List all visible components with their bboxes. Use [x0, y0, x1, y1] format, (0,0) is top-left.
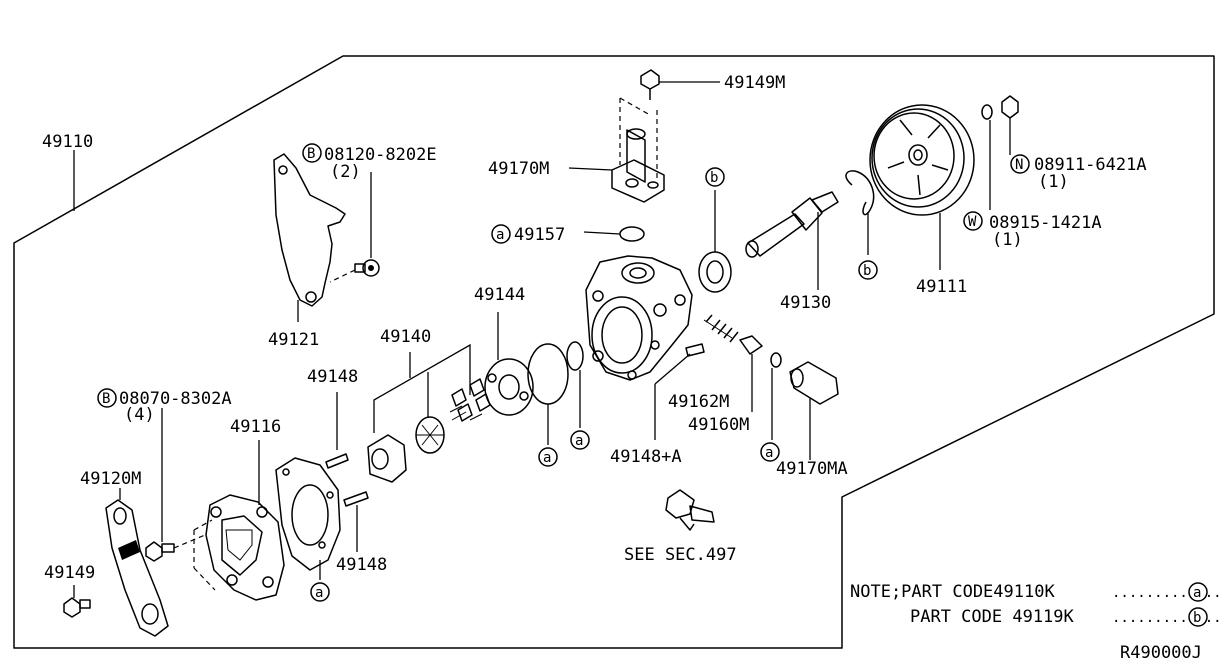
marker-a-oring: a — [760, 442, 780, 462]
bracket-49120M — [105, 488, 169, 637]
label-49170MA: 49170MA — [776, 459, 848, 479]
marker-w: W — [968, 214, 977, 230]
label-49170M: 49170M — [488, 159, 549, 179]
label-49148-top: 49148 — [307, 367, 358, 387]
svg-text:a: a — [543, 450, 551, 466]
rear-cover-49116 — [193, 440, 285, 601]
bracket-49121 — [273, 153, 346, 322]
svg-text:a: a — [315, 585, 323, 601]
bolt-08070-8302A — [145, 408, 206, 562]
spring-49162M — [703, 314, 739, 343]
label-49120M: 49120M — [80, 469, 141, 489]
note-part-code-a: NOTE;PART CODE49110K — [850, 582, 1055, 602]
bolt-49149 — [63, 585, 91, 618]
marker-a-1: a — [496, 227, 504, 243]
label-49116: 49116 — [230, 417, 281, 437]
marker-a-plate: a — [310, 582, 330, 602]
oring-49157 — [583, 226, 645, 242]
gasket-rings — [527, 341, 584, 445]
label-08070-qty: (4) — [124, 405, 155, 425]
label-08070-8302A: 08070-8302A — [119, 389, 232, 409]
label-see-sec-497: SEE SEC.497 — [624, 545, 737, 565]
label-49110: 49110 — [42, 132, 93, 152]
label-49162M: 49162M — [668, 392, 729, 412]
note-part-code-b: PART CODE 49119K — [910, 607, 1075, 627]
marker-b-circle-2 — [97, 388, 117, 408]
pulley-49111 — [869, 104, 975, 270]
marker-b-seal: b — [705, 167, 725, 187]
svg-text:a: a — [575, 433, 583, 449]
shaft-49130 — [745, 191, 839, 290]
pump-body — [585, 255, 693, 381]
svg-text:a: a — [765, 445, 773, 461]
label-49149: 49149 — [44, 563, 95, 583]
svg-text:b: b — [710, 170, 718, 186]
label-08911-qty: (1) — [1038, 172, 1069, 192]
pin-49148A — [654, 343, 705, 440]
svg-text:a: a — [1193, 585, 1201, 601]
marker-a-circle-1 — [491, 224, 511, 244]
marker-n: N — [1015, 157, 1023, 173]
nut-08911 — [1001, 95, 1019, 155]
oring-small — [770, 352, 782, 440]
label-49148-bottom: 49148 — [336, 555, 387, 575]
gasket-plate — [275, 457, 341, 580]
oil-seal — [698, 190, 732, 293]
label-49157: 49157 — [514, 225, 565, 245]
label-49148A: 49148+A — [610, 447, 682, 467]
label-49121: 49121 — [268, 330, 319, 350]
assembly-boundary — [13, 55, 1215, 649]
marker-b: B — [307, 146, 315, 162]
marker-n-circle — [1010, 154, 1030, 174]
pins-49148 — [325, 392, 369, 552]
label-49144: 49144 — [474, 285, 525, 305]
label-49111: 49111 — [916, 277, 967, 297]
label-08915-1421A: 08915-1421A — [989, 213, 1102, 233]
reference-code: R490000J — [1120, 643, 1202, 663]
note-marker-b: b — [1188, 607, 1208, 627]
label-08120-8202E: 08120-8202E — [324, 145, 437, 165]
union-49170M — [568, 97, 665, 203]
bolt-08120-8202E — [329, 172, 380, 283]
label-08911-6421A: 08911-6421A — [1034, 155, 1147, 175]
washer-08915 — [981, 104, 993, 210]
label-08915-qty: (1) — [992, 230, 1023, 250]
union-49170MA — [789, 361, 839, 460]
marker-a-gasket-1: a — [538, 447, 558, 467]
note-marker-a: a — [1188, 582, 1208, 602]
svg-text:b: b — [863, 263, 871, 279]
label-49130: 49130 — [780, 293, 831, 313]
bolt-49149M — [640, 69, 720, 100]
valve-49160M — [739, 335, 763, 412]
label-49160M: 49160M — [688, 415, 749, 435]
marker-b-2: B — [102, 391, 110, 407]
label-49140: 49140 — [380, 327, 431, 347]
svg-text:b: b — [1193, 610, 1201, 626]
label-49149M: 49149M — [724, 73, 785, 93]
marker-b-circle — [302, 143, 322, 163]
marker-w-circle — [963, 211, 983, 231]
cam-ring-49144 — [484, 312, 534, 416]
marker-b-snapring: b — [858, 260, 878, 280]
label-08120-qty: (2) — [330, 162, 361, 182]
rotor-set-49140 — [367, 343, 491, 483]
pressure-switch — [665, 489, 715, 531]
snap-ring — [845, 170, 875, 255]
marker-a-gasket-2: a — [570, 430, 590, 450]
